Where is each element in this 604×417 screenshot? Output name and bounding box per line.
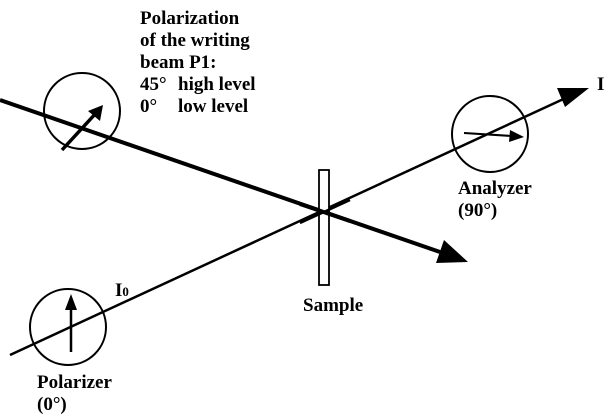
input-intensity-label: I0 [115, 280, 129, 303]
high-level-text: high level [178, 74, 256, 95]
probe-beam-crossing [299, 198, 351, 225]
sample-plate [318, 169, 330, 286]
sample-label: Sample [303, 295, 364, 316]
polarizer-angle: (0°) [37, 394, 67, 415]
low-level-text: low level [178, 96, 249, 117]
input-intensity-subscript: 0 [122, 284, 129, 299]
analyzer-label: Analyzer (90°) [458, 178, 532, 222]
low-level-angle: 0° [140, 96, 158, 117]
writing-beam-label-line3: beam P1: [140, 52, 217, 73]
writing-beam-polarization-indicator [43, 72, 121, 152]
input-intensity-base: I [115, 280, 123, 301]
analyzer-name: Analyzer [458, 178, 532, 199]
writing-beam-polarization-label: Polarization of the writing beam P1: 45°… [140, 8, 256, 118]
polarizer-label: Polarizer (0°) [37, 372, 112, 416]
analyzer-indicator [451, 95, 529, 173]
writing-beam-label-line1: Polarization [140, 8, 240, 29]
writing-beam [0, 98, 468, 263]
output-intensity-label: I [597, 74, 604, 95]
polarizer-name: Polarizer [37, 372, 112, 393]
probe-beam-arrowhead [557, 88, 589, 107]
analyzer-angle: (90°) [458, 200, 498, 221]
writing-beam-arrowhead [436, 240, 468, 263]
polarizer-indicator [29, 288, 107, 366]
high-level-row: 45° high level [140, 74, 256, 96]
low-level-row: 0° low level [140, 96, 256, 118]
high-level-angle: 45° [140, 74, 167, 95]
writing-beam-label-line2: of the writing [140, 30, 250, 51]
